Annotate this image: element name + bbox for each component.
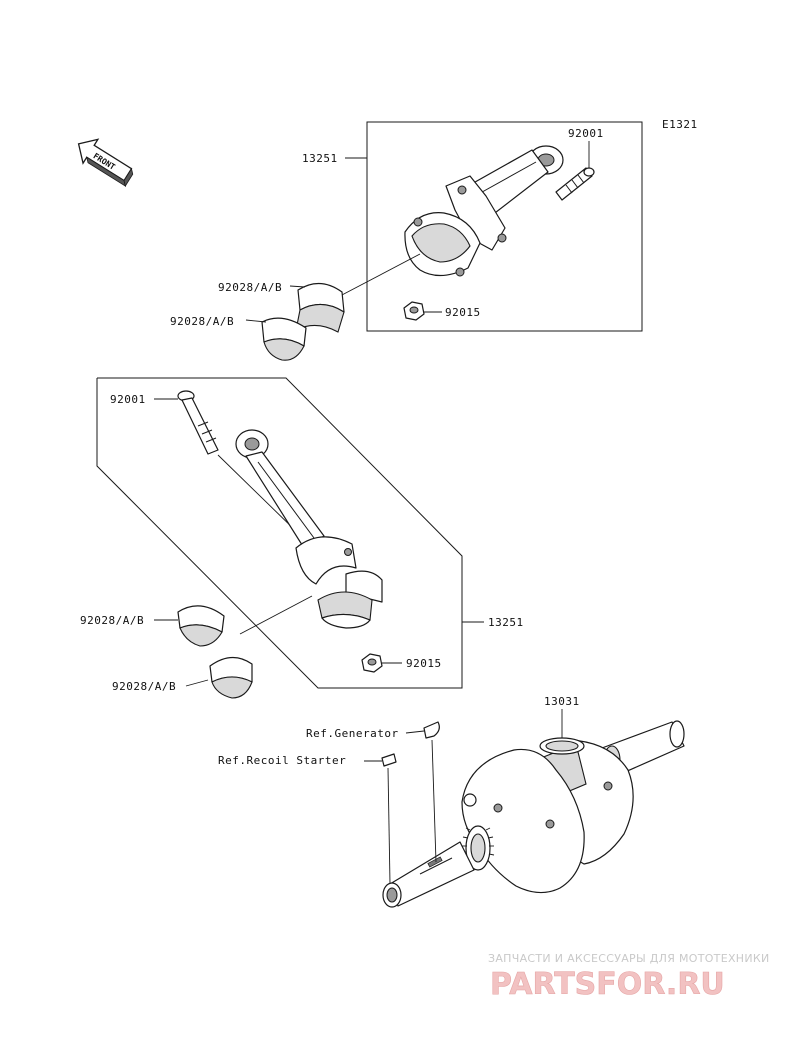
lower-bearing-shell-a (177, 605, 225, 647)
lower-rod-assembly-box (96, 377, 484, 689)
upper-connecting-rod (404, 145, 564, 277)
recoil-starter-woodruff-key (381, 753, 397, 767)
lower-rod-nut (361, 653, 383, 673)
callout-13251-upper: 13251 (302, 152, 338, 165)
callout-92015-upper: 92015 (445, 306, 481, 319)
callout-13251-lower: 13251 (488, 616, 524, 629)
callout-92001-upper: 92001 (568, 127, 604, 140)
lower-rod-bolt (177, 390, 219, 455)
callout-92001-lower: 92001 (110, 393, 146, 406)
callout-92028-upper-b: 92028/A/B (170, 315, 234, 328)
callout-92028-upper-a: 92028/A/B (218, 281, 282, 294)
watermark-tagline: ЗАПЧАСТИ И АКСЕССУАРЫ ДЛЯ МОТОТЕХНИКИ (488, 952, 770, 965)
ref-recoil-starter-label: Ref.Recoil Starter (218, 754, 346, 767)
watermark-logo: PARTSFOR.RU (490, 967, 725, 1002)
callout-92015-lower: 92015 (406, 657, 442, 670)
upper-rod-nut (403, 301, 425, 321)
callout-13031: 13031 (544, 695, 580, 708)
upper-bearing-shell-a (295, 282, 345, 333)
ref-code-label: E1321 (662, 118, 698, 131)
lower-connecting-rod (235, 429, 357, 585)
ref-generator-label: Ref.Generator (306, 727, 399, 740)
callout-92028-lower-a: 92028/A/B (80, 614, 144, 627)
callout-92028-lower-b: 92028/A/B (112, 680, 176, 693)
upper-rod-assembly-box (345, 121, 643, 332)
upper-rod-bolt (555, 167, 595, 201)
generator-woodruff-key (423, 721, 440, 739)
lower-rod-cap (317, 570, 383, 629)
crankshaft (382, 720, 685, 908)
lower-bearing-shell-b (209, 656, 253, 699)
front-arrow-icon: FRONT (77, 138, 134, 188)
upper-bearing-shell-b (261, 317, 307, 361)
